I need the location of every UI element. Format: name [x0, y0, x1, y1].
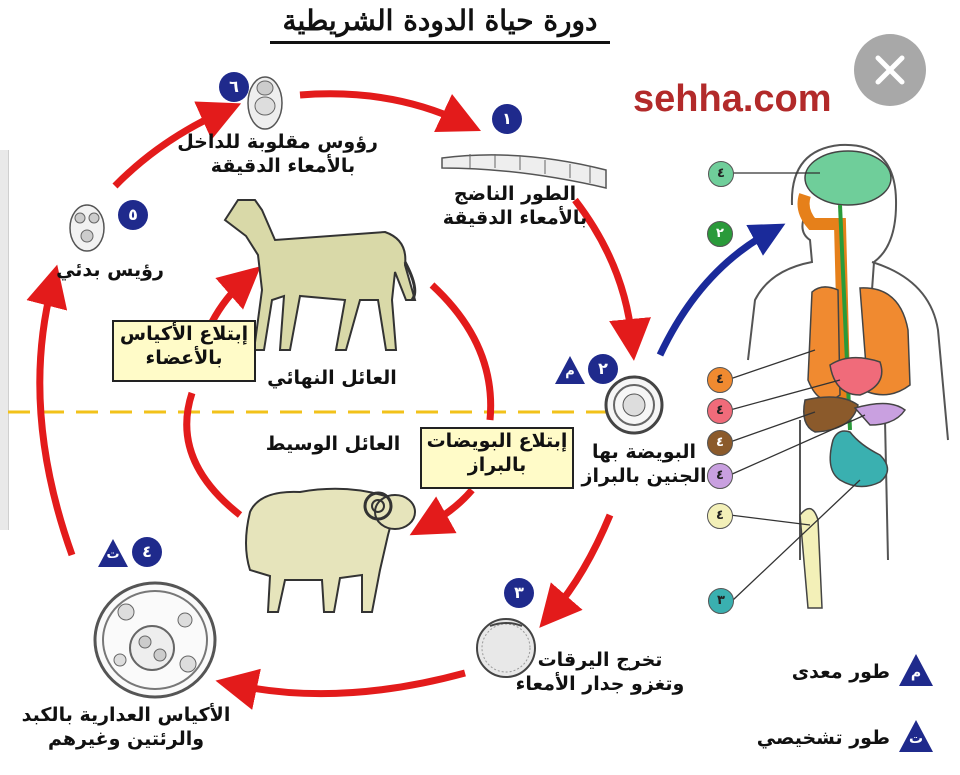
- left-panel-edge: [0, 150, 9, 530]
- arrow-4-to-5: [26, 264, 76, 557]
- organ-number-oral: ٢: [707, 221, 733, 247]
- intermediate-host-label: العائل الوسيط: [265, 433, 401, 455]
- dog-final-host-icon: [223, 199, 417, 351]
- arrow-to-human: [656, 223, 786, 357]
- adult-tapeworm-icon: [441, 154, 607, 189]
- legend-diagnostic-label: طور تشخيصي: [756, 727, 890, 749]
- stage-1-number: ١: [492, 104, 522, 134]
- oncosphere-larva-icon: [476, 618, 536, 678]
- organ-number-intestine: ٣: [708, 588, 734, 614]
- intestinal-phase-badge: م: [553, 354, 587, 386]
- stage-2-number: ٢: [588, 354, 618, 384]
- arrow-2-to-3: [539, 513, 614, 628]
- inverted-scolex-icon: [247, 76, 283, 130]
- protoscolex-icon: [69, 204, 105, 252]
- arrow-1-to-2: [572, 197, 651, 361]
- page-title: دورة حياة الدودة الشريطية: [270, 4, 610, 44]
- stage-5-number: ٥: [118, 200, 148, 230]
- heart-organ: [829, 356, 883, 396]
- human-body-outline: [747, 143, 949, 561]
- final-host-label: العائل النهائي: [267, 367, 397, 389]
- organ-number-brain: ٤: [708, 161, 734, 187]
- brain-organ: [804, 150, 892, 206]
- sheep-intermediate-host-icon: [245, 487, 416, 613]
- organ-number-liver: ٤: [707, 430, 733, 456]
- organ-number-spleen: ٤: [707, 463, 733, 489]
- egg-with-embryo-icon: [604, 375, 664, 435]
- human-organs: [797, 150, 911, 609]
- close-icon: [875, 55, 905, 85]
- stage-6-number: ٦: [219, 72, 249, 102]
- arrow-3-to-4: [215, 668, 466, 710]
- arrow-6-to-1: [299, 90, 481, 133]
- spleen-organ: [853, 402, 907, 426]
- arrow-5-to-6: [112, 101, 242, 189]
- legend-diagnostic-badge: ت: [897, 718, 935, 754]
- legend-intestinal-label: طور معدى: [791, 661, 890, 683]
- arrow-egg-ingest: [409, 487, 475, 536]
- arrow-sheep-to-dog: [183, 391, 243, 518]
- hydatid-cyst-icon: [93, 581, 217, 699]
- arrow-dog-to-egg: [429, 282, 495, 421]
- intestine-organ: [829, 430, 889, 488]
- stage-5-label: رؤيس بدئي: [56, 259, 164, 281]
- stage-3-number: ٣: [504, 578, 534, 608]
- brand-logo: sehha.com: [633, 78, 832, 120]
- close-button[interactable]: [854, 34, 926, 106]
- bone-organ: [799, 507, 823, 609]
- stage-4-number: ٤: [132, 537, 162, 567]
- organ-number-heart: ٤: [707, 398, 733, 424]
- diagnostic-phase-badge: ت: [96, 537, 130, 569]
- legend-intestinal-badge: م: [897, 652, 935, 688]
- organ-number-lungs: ٤: [707, 367, 733, 393]
- organ-number-bone: ٤: [707, 503, 733, 529]
- right-lung-organ: [807, 286, 841, 401]
